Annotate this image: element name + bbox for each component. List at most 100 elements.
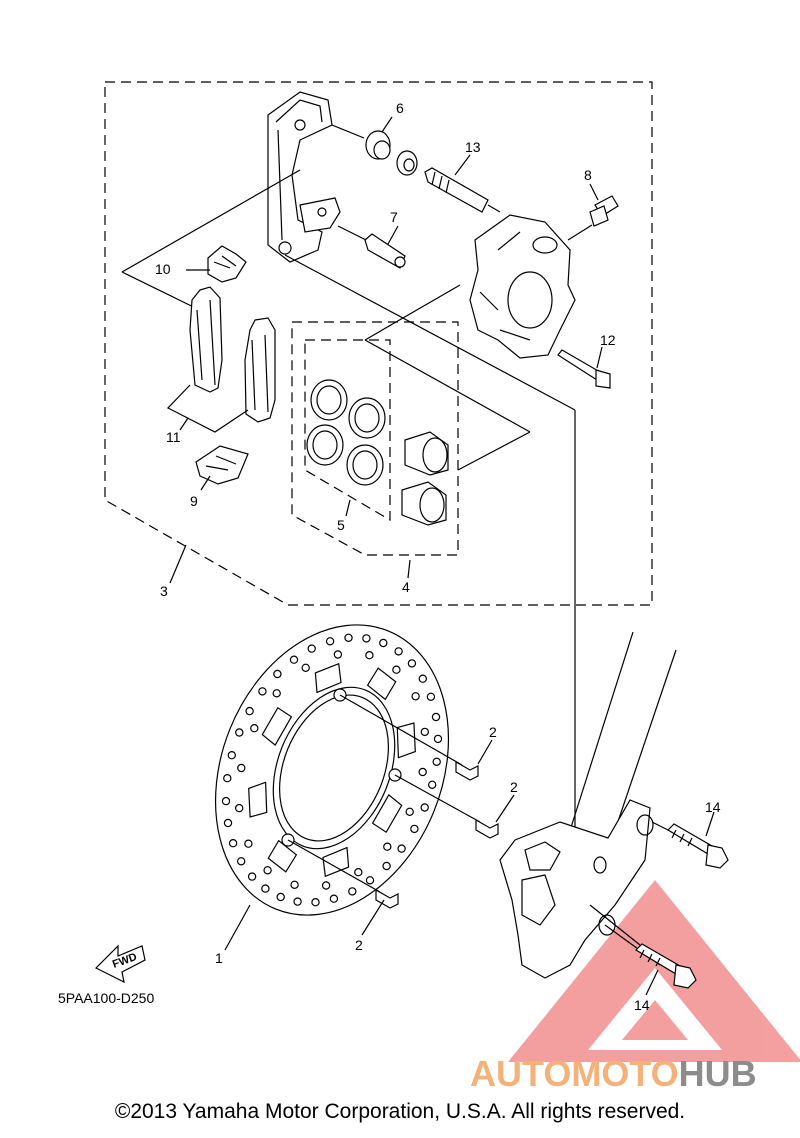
disc-spoke-window	[322, 846, 350, 878]
callout-14a: 14	[705, 799, 721, 815]
disc-vent-hole	[418, 674, 427, 683]
fork-leg	[499, 631, 677, 979]
disc-vent-hole	[394, 647, 403, 656]
callout-2b: 2	[510, 779, 518, 795]
caliper-assembly-boundary	[104, 81, 653, 606]
disc-vent-hole	[289, 655, 299, 664]
callout-labels: 1 2 2 2 3 4 5 6 7 8 9 10 11 12 13 14 14	[155, 100, 721, 1013]
disc-vent-hole	[247, 872, 257, 881]
disc-spoke-window	[371, 793, 403, 834]
callout-6: 6	[396, 100, 404, 116]
disc-vent-hole	[418, 767, 427, 777]
bleed-screw-part-8	[589, 195, 619, 227]
copyright-notice: ©2013 Yamaha Motor Corporation, U.S.A. A…	[114, 1100, 686, 1123]
disc-vent-hole	[261, 884, 270, 893]
disc-vent-hole	[325, 637, 335, 646]
disc-spoke-window	[396, 722, 416, 759]
disc-spoke-window	[366, 667, 397, 701]
pad-spring-part-9	[195, 445, 249, 485]
disc-vent-hole	[329, 894, 339, 903]
disc-vent-hole	[432, 757, 441, 767]
axle-holder-bolts-part-14	[635, 821, 729, 989]
brake-pads-part-11	[167, 286, 276, 433]
caliper-body	[469, 214, 576, 359]
disc-vent-hole	[311, 898, 320, 907]
disc-vent-hole	[236, 857, 246, 866]
disc-vent-hole	[397, 844, 406, 853]
disc-vent-hole	[344, 633, 353, 643]
disc-vent-hole	[333, 650, 343, 659]
callout-2c: 2	[355, 937, 363, 953]
disc-vent-hole	[223, 818, 233, 828]
pistons-part-4	[401, 431, 449, 526]
disc-vent-hole	[365, 876, 375, 885]
callout-10: 10	[155, 261, 171, 277]
pad-spring-part-10	[207, 245, 247, 283]
bolt-part-12	[557, 349, 611, 389]
watermark-text: AUTOMOTOHUB	[470, 1053, 757, 1094]
disc-spoke-window	[314, 662, 342, 694]
callout-14b: 14	[634, 997, 650, 1013]
seal-kit-boundary	[304, 339, 391, 522]
disc-vent-hole	[228, 839, 238, 848]
piston-seals-part-5	[306, 379, 386, 486]
callout-8: 8	[584, 167, 592, 183]
disc-vent-hole	[405, 807, 414, 817]
disc-spoke-window	[248, 781, 268, 818]
callout-4: 4	[402, 579, 410, 595]
disc-vent-hole	[379, 638, 388, 648]
callout-12: 12	[600, 332, 616, 348]
disc-vent-hole	[321, 881, 331, 890]
disc-bolts-part-2	[287, 694, 499, 909]
watermark-part1: AUTOMOTO	[470, 1053, 679, 1094]
callout-leaders	[169, 116, 715, 996]
disc-vent-hole	[263, 866, 272, 875]
callout-5: 5	[337, 517, 345, 533]
callout-1: 1	[215, 950, 223, 966]
disc-vent-hole	[411, 692, 420, 701]
brake-disc-part-1	[214, 624, 450, 916]
disc-vent-hole	[245, 706, 254, 716]
watermark-logo-triangle	[508, 880, 800, 1062]
disc-vent-hole	[276, 892, 285, 902]
disc-vent-hole	[293, 897, 302, 906]
pin-part-7	[364, 233, 406, 269]
callout-11: 11	[166, 429, 181, 445]
disc-vent-hole	[227, 751, 236, 760]
callout-3: 3	[160, 583, 168, 599]
disc-vent-hole	[362, 634, 371, 643]
forward-arrow-icon: FWD	[94, 944, 146, 984]
disc-vent-hole	[365, 651, 374, 660]
disc-vent-hole	[428, 780, 437, 790]
disc-vent-hole	[223, 774, 232, 783]
disc-vent-hole	[433, 734, 443, 744]
disc-vent-hole	[301, 663, 310, 673]
disc-spoke-window	[261, 706, 293, 747]
caliper-bracket	[267, 91, 341, 263]
disc-vent-hole	[250, 724, 259, 733]
boot-part-6	[365, 130, 418, 176]
callout-2a: 2	[489, 724, 497, 740]
disc-vent-hole	[431, 712, 441, 722]
disc-vent-hole	[354, 868, 363, 877]
disc-vent-hole	[307, 644, 316, 653]
disc-vent-hole	[420, 803, 429, 812]
disc-vent-hole	[221, 796, 231, 806]
disc-vent-hole	[426, 692, 436, 702]
disc-vent-hole	[237, 763, 246, 773]
disc-vent-hole	[392, 665, 401, 674]
pin-part-13	[424, 167, 489, 213]
disc-vent-hole	[382, 861, 391, 871]
diagram-code: 5PAA100-D250	[58, 990, 154, 1006]
callout-7: 7	[390, 209, 398, 225]
leader-bracket	[121, 169, 301, 273]
disc-vent-hole	[244, 839, 253, 848]
disc-vent-hole	[235, 728, 244, 737]
disc-vent-hole	[258, 687, 267, 696]
disc-vent-hole	[348, 887, 357, 896]
disc-vent-hole	[273, 669, 282, 679]
disc-vent-hole	[272, 689, 281, 698]
disc-vent-hole	[407, 659, 417, 668]
disc-vent-hole	[383, 842, 392, 851]
